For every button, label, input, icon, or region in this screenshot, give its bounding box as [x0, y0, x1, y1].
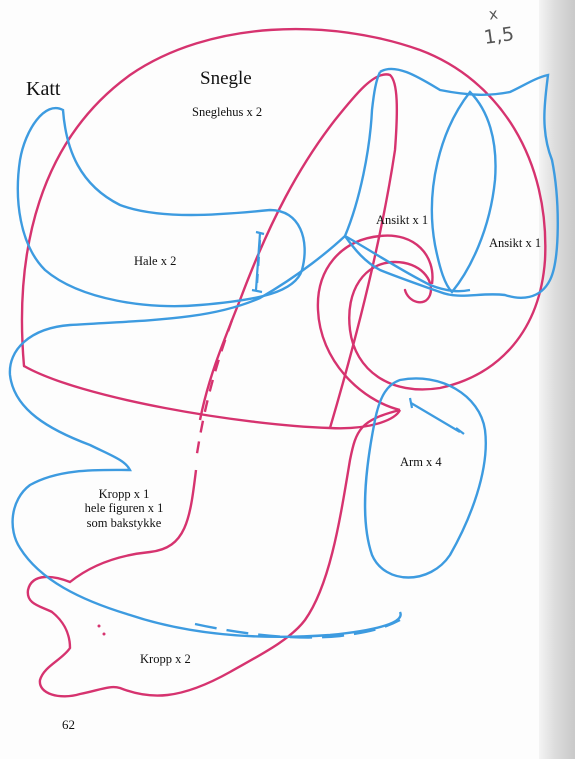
snail-body-lower: [26, 408, 401, 698]
cat-arm-piece: [363, 377, 487, 579]
cat-face-piece: [430, 90, 497, 294]
label-kropp-katt: Kropp x 1 hele figuren x 1 som bakstykke: [66, 487, 182, 530]
snail-shell-bottom: [23, 364, 402, 430]
label-kropp-katt-line3: som bakstykke: [86, 515, 162, 530]
snail-shell-outline: [20, 27, 547, 391]
label-kropp-katt-line1: Kropp x 1: [98, 487, 150, 501]
snail-body-outline: [198, 73, 399, 429]
cat-body-dashed-bottom: [194, 618, 401, 639]
arm-seam-marker: [408, 397, 465, 435]
cat-body-outline: [8, 67, 559, 638]
tail-seam-dash: [255, 239, 262, 286]
label-katt: Katt: [26, 78, 61, 100]
page-number: 62: [62, 717, 75, 732]
snail-shell-spiral: [316, 234, 434, 412]
label-arm: Arm x 4: [400, 455, 442, 469]
cat-chin-curve: [344, 234, 471, 293]
label-hale: Hale x 2: [134, 254, 177, 268]
label-ansikt-1: Ansikt x 1: [376, 213, 429, 227]
label-kropp-snegle: Kropp x 2: [140, 652, 191, 666]
label-kropp-katt-line2: hele figuren x 1: [84, 501, 164, 516]
label-sneglehus: Sneglehus x 2: [192, 105, 263, 119]
snail-eye-dot: [102, 632, 106, 636]
cat-tail-outline: [16, 106, 306, 308]
snail-eye-dot: [97, 624, 101, 628]
handwritten-scale: 1,5: [482, 23, 516, 50]
cat-neck-outline: [343, 71, 382, 237]
snail-body-dashed: [194, 319, 234, 461]
label-ansikt-2: Ansikt x 1: [489, 236, 542, 250]
label-snegle: Snegle: [200, 68, 252, 89]
